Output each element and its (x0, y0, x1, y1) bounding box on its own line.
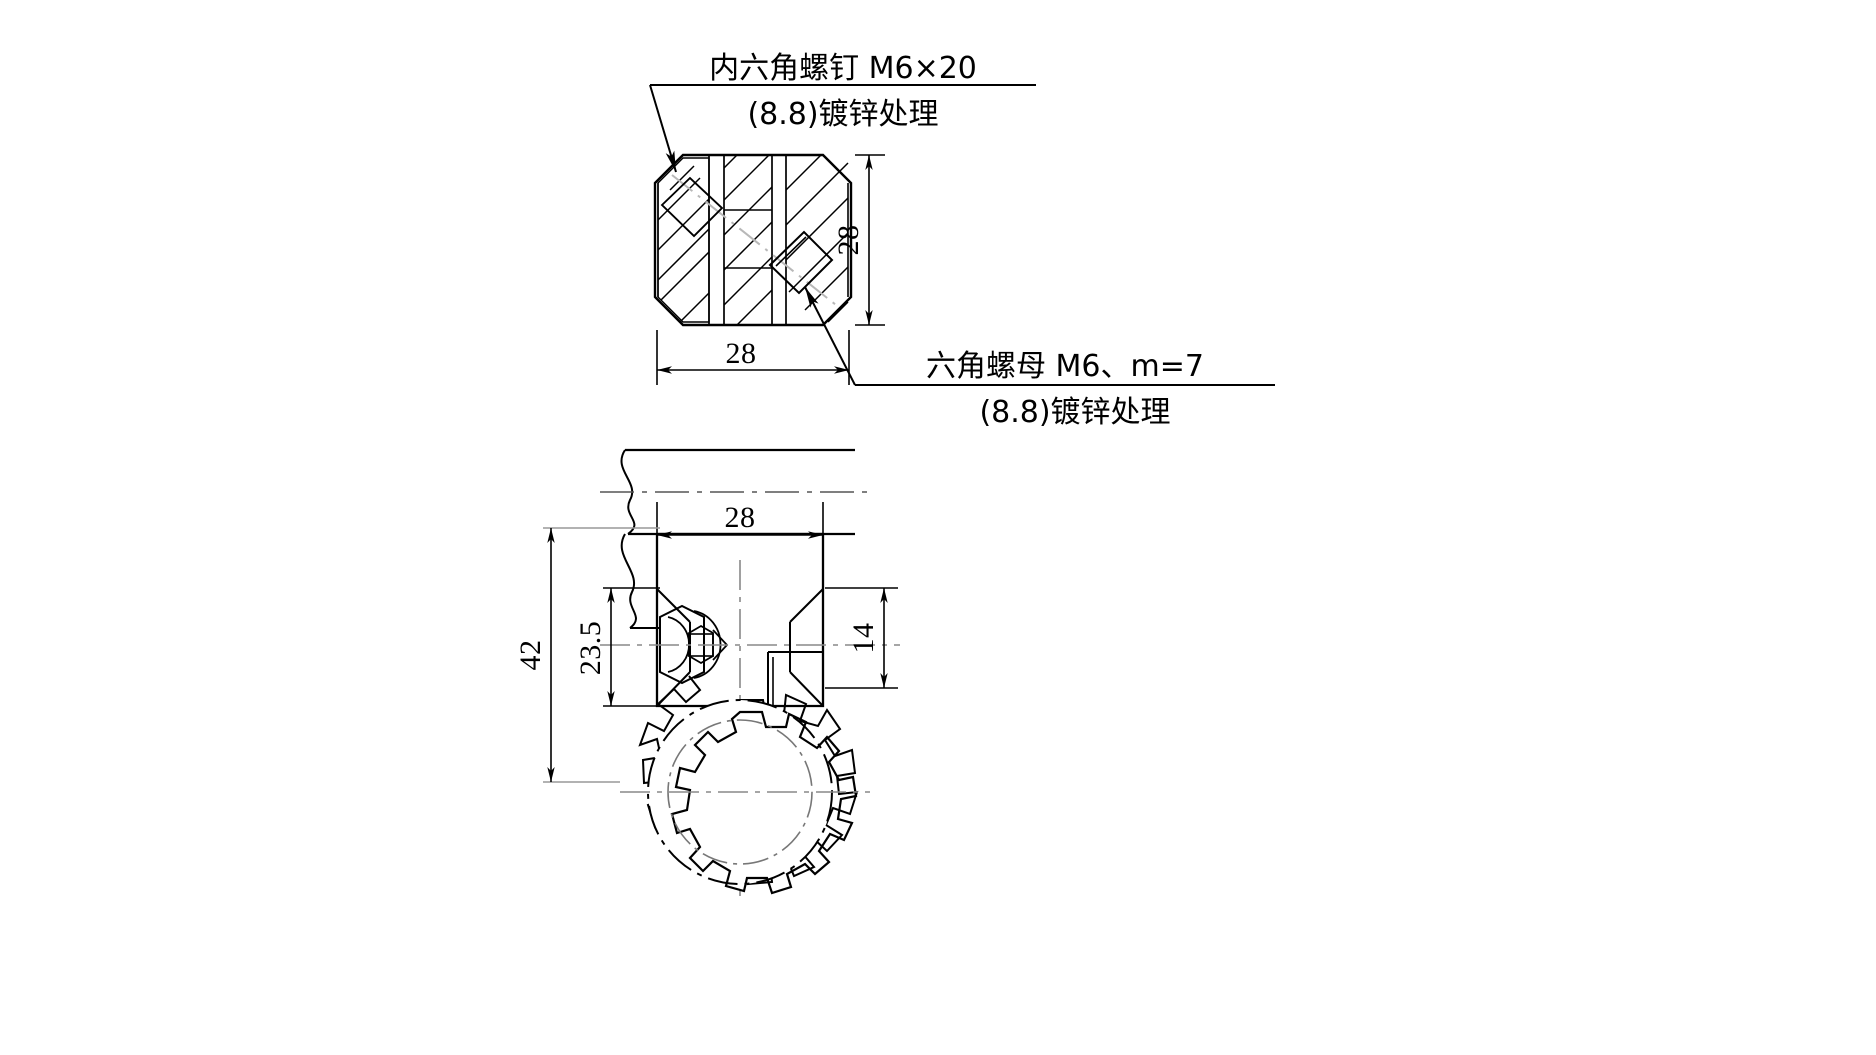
dim-235-value: 23.5 (574, 621, 607, 676)
tube-outer-profile (638, 675, 859, 886)
tube-grooved-body (670, 710, 858, 895)
note-nut-line1: 六角螺母 M6、m=7 (926, 349, 1204, 384)
bottom-view-counterbore (767, 651, 823, 706)
top-view-dimensions (656, 154, 885, 385)
dim-top-vertical-value: 28 (832, 225, 865, 256)
dim-bottom-width-value: 28 (725, 501, 756, 534)
bottom-view-group (600, 448, 900, 900)
bottom-view-break-line-left-2 (620, 533, 637, 629)
top-view-nut-inner (775, 236, 807, 267)
top-view-group (653, 153, 853, 327)
note-nut-leader (804, 286, 856, 386)
top-view-hatch-center (723, 154, 773, 326)
tube-inner-circle (667, 719, 813, 865)
top-view-nut-outline (768, 230, 834, 295)
top-view-hatch-left (657, 165, 710, 323)
note-screw-line1: 内六角螺钉 M6×20 (709, 51, 977, 86)
bottom-view-break-line-left (620, 449, 636, 535)
note-nut-line2: (8.8)镀锌处理 (979, 395, 1170, 430)
note-screw-group (649, 84, 1036, 173)
bottom-view-grooved-tube (638, 675, 859, 886)
note-nut-group (804, 286, 1275, 386)
bottom-view-dimensions (543, 502, 898, 783)
bottom-view-bracket-chamfer-right-bottom (789, 671, 824, 707)
note-screw-line2: (8.8)镀锌处理 (747, 97, 938, 132)
note-screw-leader (649, 84, 677, 173)
top-view-hatch-left-block (657, 157, 710, 323)
dim-top-horizontal-value: 28 (726, 337, 757, 370)
top-view-screw-head-outline (660, 176, 724, 238)
bottom-view-bracket-chamfer-right-top (789, 588, 824, 623)
bottom-view-hex-nut-outline (659, 604, 705, 685)
dim-14-value: 14 (847, 623, 880, 654)
bottom-view-bracket-chamfer-left-top (656, 588, 691, 623)
top-view-body-outline (653, 153, 853, 327)
dim-42-value: 42 (514, 640, 547, 671)
